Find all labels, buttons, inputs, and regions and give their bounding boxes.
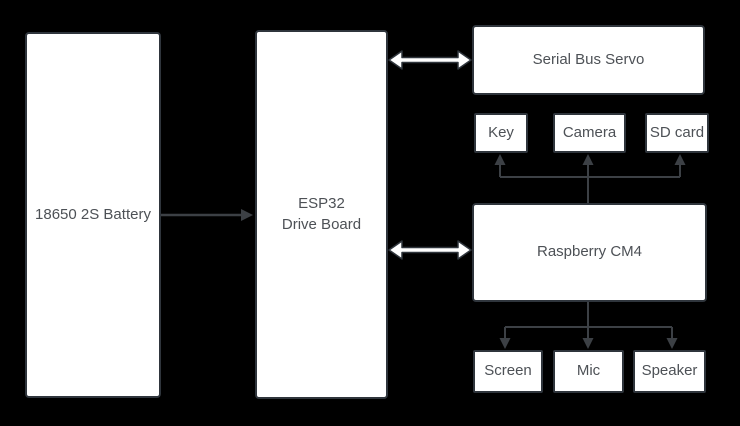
edge-cm4-to-bottom-peripherals bbox=[499, 302, 678, 349]
node-battery: 18650 2S Battery bbox=[25, 32, 161, 398]
edge-cm4-to-top-peripherals bbox=[494, 154, 686, 203]
node-battery-label: 18650 2S Battery bbox=[35, 205, 151, 223]
node-servo-label: Serial Bus Servo bbox=[532, 50, 645, 68]
node-mic: Mic bbox=[553, 350, 624, 393]
node-speaker-label: Speaker bbox=[641, 362, 698, 380]
node-camera: Camera bbox=[553, 113, 626, 153]
node-screen: Screen bbox=[473, 350, 543, 393]
node-esp32-label-line1: ESP32 bbox=[298, 195, 345, 213]
edge-esp32-to-servo-bidirectional bbox=[388, 50, 472, 70]
node-raspberry-cm4: Raspberry CM4 bbox=[472, 203, 707, 302]
edge-esp32-to-cm4-bidirectional bbox=[388, 240, 472, 260]
node-mic-label: Mic bbox=[576, 362, 601, 380]
node-serial-bus-servo: Serial Bus Servo bbox=[472, 25, 705, 95]
node-cm4-label: Raspberry CM4 bbox=[536, 243, 643, 261]
node-esp32-drive-board: ESP32 Drive Board bbox=[255, 30, 388, 399]
node-camera-label: Camera bbox=[562, 123, 617, 141]
node-key: Key bbox=[474, 113, 528, 153]
node-screen-label: Screen bbox=[484, 362, 532, 380]
node-key-label: Key bbox=[488, 123, 514, 141]
node-esp32-label-line2: Drive Board bbox=[281, 215, 362, 233]
node-speaker: Speaker bbox=[633, 350, 706, 393]
edge-battery-to-esp32 bbox=[161, 209, 253, 221]
node-sdcard-label: SD card bbox=[649, 123, 705, 141]
node-sd-card: SD card bbox=[645, 113, 709, 153]
